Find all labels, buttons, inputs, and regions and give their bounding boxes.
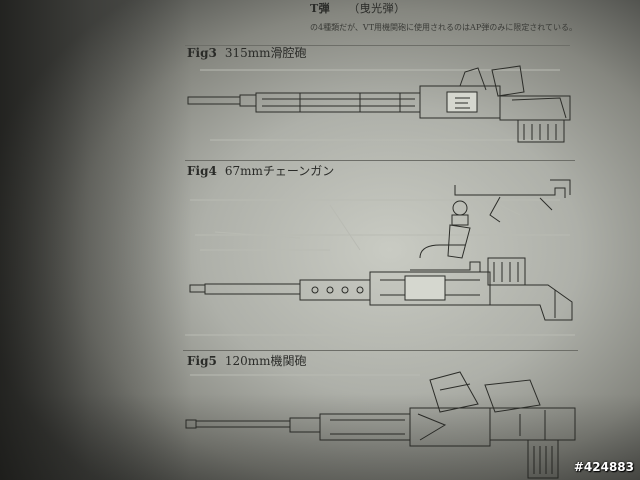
fig5-gun-drawing: [185, 371, 576, 479]
image-id-watermark: #424883: [573, 460, 634, 474]
fig3-gun-drawing: [187, 65, 571, 143]
show-through-lines: [185, 69, 575, 376]
